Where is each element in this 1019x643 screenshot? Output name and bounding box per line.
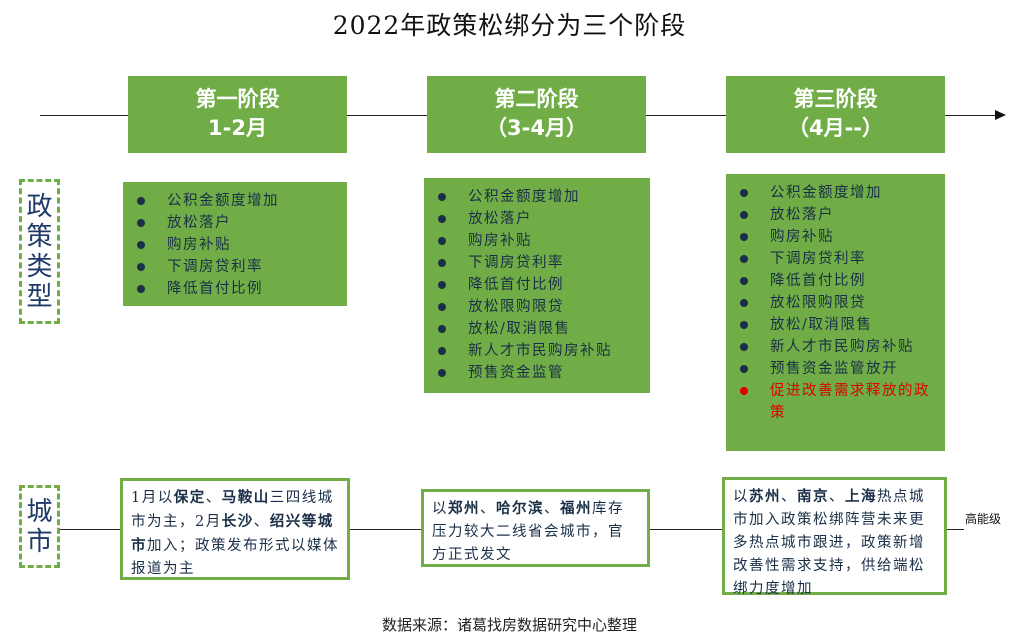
bullet-icon [438, 193, 446, 201]
bullet-icon [438, 237, 446, 245]
stage-2-title: 第二阶段 [494, 87, 579, 111]
list-item: 放松落户 [434, 208, 646, 230]
list-item: 下调房贷利率 [736, 248, 941, 270]
list-item: 放松落户 [736, 204, 941, 226]
list-item: 预售资金监管放开 [736, 358, 941, 380]
bullet-icon [740, 387, 748, 395]
city-name: 苏州 [749, 488, 781, 505]
policy-label-char: 策 [26, 221, 53, 252]
list-item: 购房补贴 [736, 226, 941, 248]
policy-label-char: 政 [26, 191, 53, 222]
city-name: 哈尔滨 [496, 500, 544, 517]
city-row-label: 城 市 [19, 485, 60, 568]
stage-2-period: （3-4月） [486, 116, 587, 140]
list-item: 公积金额度增加 [133, 190, 343, 212]
stage-1-period: 1-2月 [208, 116, 267, 140]
bullet-icon [137, 241, 145, 249]
bullet-icon [438, 369, 446, 377]
data-source-note: 数据来源：诸葛找房数据研究中心整理 [381, 616, 637, 634]
stage-3-header: 第三阶段 （4月--） [726, 76, 945, 153]
bullet-icon [438, 215, 446, 223]
bullet-icon [137, 219, 145, 227]
bullet-icon [438, 259, 446, 267]
bullet-icon [740, 189, 748, 197]
bullet-icon [137, 197, 145, 205]
city-label-char: 市 [26, 526, 53, 557]
stage-2-header: 第二阶段 （3-4月） [427, 76, 646, 153]
stage-3-policy-box: 公积金额度增加 放松落户 购房补贴 下调房贷利率 降低首付比例 放松限购限贷 放… [726, 174, 945, 451]
list-item: 购房补贴 [133, 234, 343, 256]
stage-3-title: 第三阶段 [793, 87, 878, 111]
stage-1-policy-box: 公积金额度增加 放松落户 购房补贴 下调房贷利率 降低首付比例 [123, 182, 347, 306]
bullet-icon [438, 325, 446, 333]
city-label-char: 城 [26, 496, 53, 527]
list-item: 新人才市民购房补贴 [736, 336, 941, 358]
stage-1-city-box: 1月以保定、马鞍山三四线城市为主，2月长沙、绍兴等城市加入；政策发布形式以媒体报… [120, 478, 350, 580]
list-item: 新人才市民购房补贴 [434, 340, 646, 362]
stage-1-title: 第一阶段 [195, 87, 280, 111]
bullet-icon [137, 285, 145, 293]
policy-type-row-label: 政 策 类 型 [19, 179, 60, 324]
list-item: 下调房贷利率 [133, 256, 343, 278]
list-item: 降低首付比例 [736, 270, 941, 292]
list-item: 公积金额度增加 [434, 186, 646, 208]
chart-title: 2022年政策松绑分为三个阶段 [332, 11, 687, 40]
list-item: 预售资金监管 [434, 362, 646, 384]
bullet-icon [740, 365, 748, 373]
list-item: 放松落户 [133, 212, 343, 234]
list-item: 降低首付比例 [133, 278, 343, 300]
policy-label-char: 类 [26, 251, 53, 282]
list-item: 购房补贴 [434, 230, 646, 252]
stage-2-policy-box: 公积金额度增加 放松落户 购房补贴 下调房贷利率 降低首付比例 放松限购限贷 放… [424, 178, 650, 393]
list-item: 放松限购限贷 [434, 296, 646, 318]
city-axis-label: 高能级 [965, 512, 1002, 526]
bullet-icon [137, 263, 145, 271]
city-name: 保定 [173, 489, 206, 506]
city-name: 马鞍山 [221, 489, 270, 506]
city-name: 郑州 [448, 500, 480, 517]
stage-3-city-box: 以苏州、南京、上海热点城市加入政策松绑阵营未来更多热点城市跟进，政策新增改善性需… [722, 477, 947, 597]
list-item: 公积金额度增加 [736, 182, 941, 204]
bullet-icon [740, 277, 748, 285]
city-name: 上海 [845, 488, 877, 505]
city-name: 绍兴等城市 [131, 513, 334, 554]
list-item: 放松限购限贷 [736, 292, 941, 314]
city-name: 福州 [560, 500, 592, 517]
stage-2-city-box: 以郑州、哈尔滨、福州库存压力较大二线省会城市，官方正式发文 [421, 489, 650, 567]
city-name: 南京 [797, 488, 829, 505]
city-name: 长沙 [221, 513, 254, 530]
list-item: 降低首付比例 [434, 274, 646, 296]
bullet-icon [740, 299, 748, 307]
highlight-list-item: 促进改善需求释放的政策 [736, 380, 941, 424]
list-item: 下调房贷利率 [434, 252, 646, 274]
bullet-icon [438, 281, 446, 289]
stage-1-header: 第一阶段 1-2月 [128, 76, 347, 153]
policy-label-char: 型 [26, 281, 53, 312]
bullet-icon [740, 255, 748, 263]
timeline-arrow-icon [995, 110, 1006, 120]
bullet-icon [740, 211, 748, 219]
bullet-icon [438, 303, 446, 311]
bullet-icon [740, 321, 748, 329]
list-item: 放松/取消限售 [736, 314, 941, 336]
bullet-icon [740, 233, 748, 241]
bullet-icon [740, 343, 748, 351]
stage-3-period: （4月--） [787, 116, 884, 140]
bullet-icon [438, 347, 446, 355]
list-item: 放松/取消限售 [434, 318, 646, 340]
